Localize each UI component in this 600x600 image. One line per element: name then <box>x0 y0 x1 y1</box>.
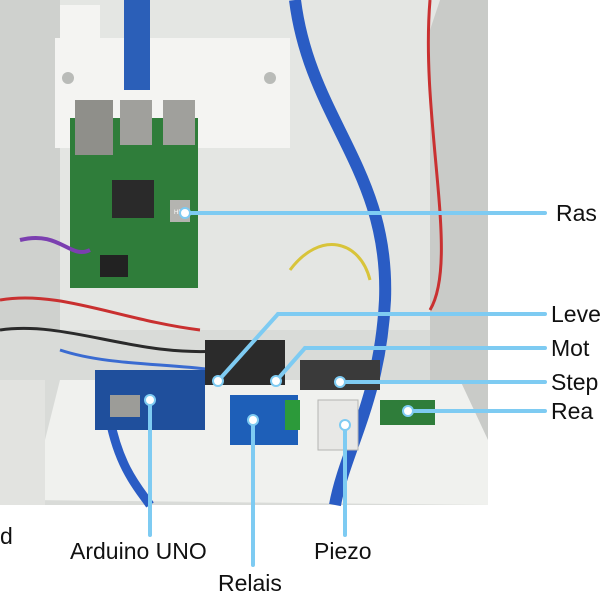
callout-level-line <box>216 312 280 383</box>
label-relais: Relais <box>218 570 282 596</box>
callout-dot-raspberry <box>179 207 191 219</box>
wiring <box>0 0 443 382</box>
label-arduino: Arduino UNO <box>70 538 207 564</box>
relay-module <box>230 395 300 445</box>
callout-dot-arduino <box>144 394 156 406</box>
left-perforated-panel <box>0 0 60 330</box>
callout-dot-stepper <box>334 376 346 388</box>
label-reader: Rea <box>551 398 594 424</box>
callout-dot-motor <box>270 375 282 387</box>
callout-dot-relais <box>247 414 259 426</box>
right-perforated-panel <box>430 0 488 505</box>
callout-dots <box>144 207 414 431</box>
callout-dot-piezo <box>339 419 351 431</box>
piezo-element <box>317 399 359 451</box>
raspberry-pi-board: HDMI <box>70 100 198 288</box>
label-stepper: Step <box>551 369 599 395</box>
label-left-cut: d <box>0 523 13 549</box>
callout-dot-reader <box>402 405 414 417</box>
photo-region: HDMI <box>0 0 488 508</box>
callout-dot-level <box>212 375 224 387</box>
callout-motor-line <box>274 346 307 383</box>
label-motor: Mot <box>551 335 590 361</box>
label-level: Leve <box>551 301 600 327</box>
callout-lines <box>148 211 547 567</box>
label-raspberry: Ras <box>556 200 597 226</box>
label-piezo: Piezo <box>314 538 372 564</box>
